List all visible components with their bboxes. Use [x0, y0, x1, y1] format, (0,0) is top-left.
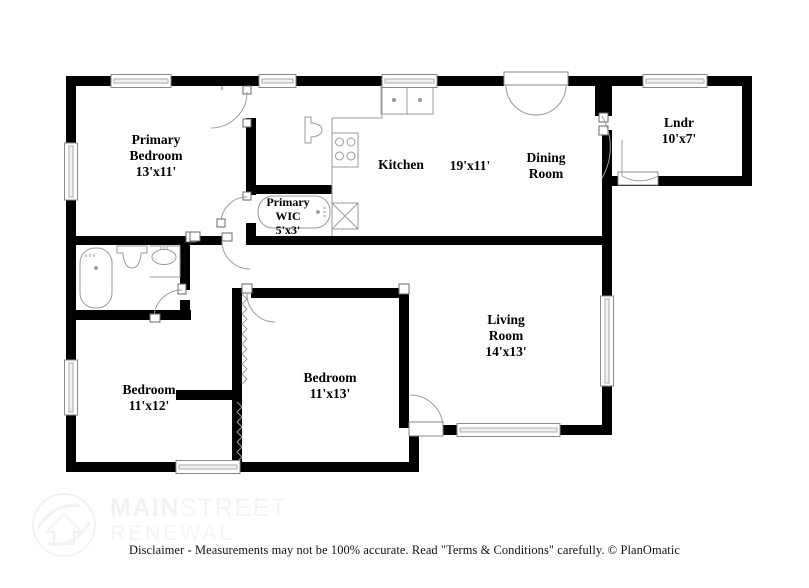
label-laundry-dims: 10'x7'	[662, 131, 697, 146]
label-kitchen: Kitchen	[378, 157, 424, 172]
label-primary-bedroom-line2: Bedroom	[130, 148, 184, 163]
door-laundry-swing	[621, 140, 659, 182]
kitchen-appliance-x	[331, 202, 359, 230]
window-primary-bedroom-top	[110, 74, 172, 88]
toilet-primary-shape	[304, 116, 323, 144]
door-hall-bath	[149, 283, 187, 323]
label-living-room-line1: Living	[487, 312, 525, 327]
door-laundry	[598, 112, 659, 186]
vanity-hall-counter	[150, 245, 181, 278]
window-primary-bedroom-left	[64, 142, 78, 201]
kitchen-counter-top	[332, 86, 383, 119]
label-primary-wic-line2: WIC	[275, 209, 300, 223]
door-primary-bedroom	[210, 85, 252, 129]
door-hall-bedroom3	[189, 231, 201, 242]
double-door-dining	[503, 71, 569, 116]
door-dining-arc	[601, 115, 611, 179]
closet-hanger-line-upper	[241, 293, 248, 385]
door-primary-wic	[216, 191, 252, 228]
door-hall-living	[398, 283, 410, 295]
door-bedroom-3	[241, 283, 276, 323]
label-living-room-line2: Room	[489, 328, 524, 343]
label-primary-bedroom-line1: Primary	[132, 132, 181, 147]
label-dining-room-line2: Room	[529, 166, 564, 181]
window-primary-bath-top	[258, 74, 297, 88]
windows	[64, 74, 708, 474]
label-bedroom3-dims: 11'x13'	[310, 386, 351, 401]
label-primary-wic-dims: 5'x3'	[276, 223, 301, 237]
label-kitchen-dims: 19'x11'	[450, 158, 491, 173]
window-living-room-bottom	[456, 423, 561, 437]
kitchen-appliance-body	[331, 202, 359, 230]
label-living-room-dims: 14'x13'	[485, 344, 526, 359]
walls	[66, 76, 752, 472]
kitchen-range-body	[331, 132, 359, 168]
bathtub-primary-shape	[257, 195, 331, 229]
label-bedroom2: Bedroom	[123, 382, 177, 397]
disclaimer-text: Disclaimer - Measurements may not be 100…	[129, 543, 680, 557]
label-primary-bedroom-dims: 13'x11'	[136, 164, 177, 179]
window-bedroom2-left	[64, 359, 78, 416]
door-hall-to-primary	[221, 232, 251, 270]
window-kitchen-top	[381, 74, 438, 88]
label-bedroom2-dims: 11'x12'	[129, 398, 170, 413]
window-living-room-right	[600, 295, 614, 387]
window-laundry-top	[642, 74, 708, 88]
label-laundry: Lndr	[664, 115, 694, 130]
room-labels: Primary Bedroom 13'x11' Primary WIC 5'x3…	[123, 115, 697, 413]
doors	[149, 71, 659, 437]
label-bedroom3: Bedroom	[304, 370, 358, 385]
label-primary-wic-line1: Primary	[266, 195, 309, 209]
window-bedroom2-bottom	[175, 460, 241, 474]
door-dining-living	[598, 125, 609, 136]
bathtub-hall-shape	[79, 247, 113, 309]
sink-hall-basin	[151, 249, 177, 265]
toilet-hall-shape	[116, 245, 148, 269]
door-front-entry	[408, 394, 444, 437]
closet-hanger-line-lower	[236, 401, 243, 463]
label-dining-room-line1: Dining	[526, 150, 565, 165]
